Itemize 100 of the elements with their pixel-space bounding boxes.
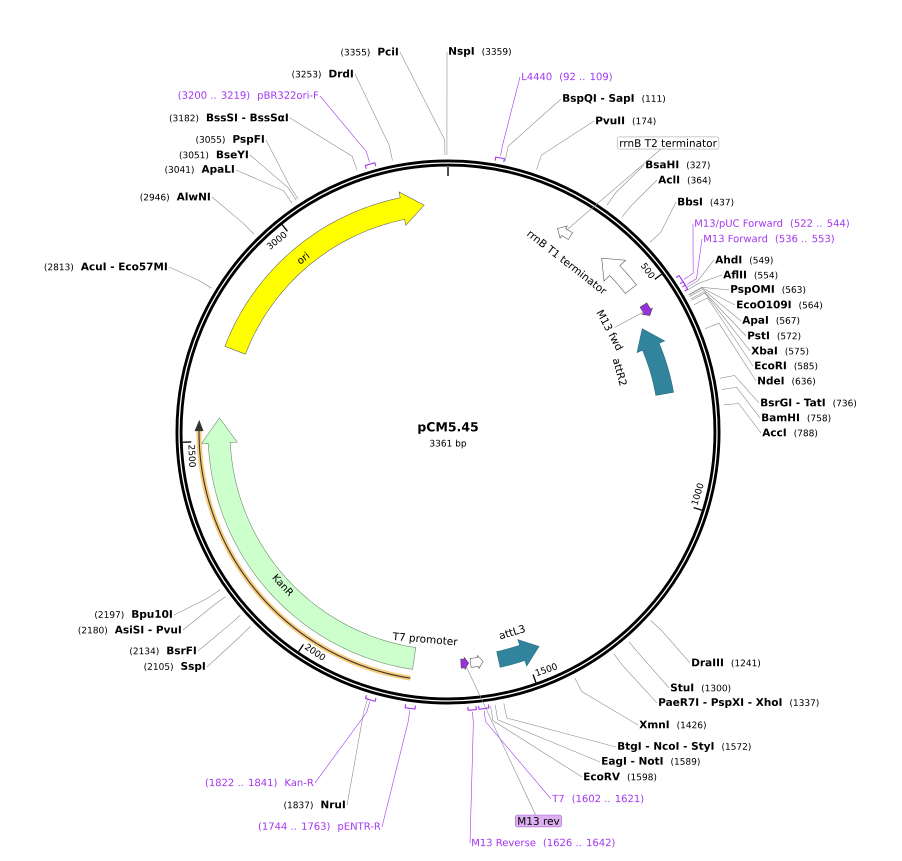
leader-line [168,266,212,288]
leader-line [606,164,644,206]
site-label: (2134) BsrFI [130,646,196,656]
primer-label: L4440 (92 .. 109) [522,72,612,82]
primer-label: T7 (1602 .. 1621) [552,794,644,804]
leader-line [346,696,368,806]
leader-line [504,98,562,162]
leader-line [174,589,220,616]
site-label: EcoRV (1598) [584,772,656,782]
leader-line [566,148,662,231]
leader-line [694,297,754,366]
leader-line [490,705,582,778]
leader-line [650,202,676,243]
feature-marker [557,225,573,240]
leader-line [684,224,694,280]
leader-line [686,238,702,285]
site-label: NspI (3359) [449,47,511,57]
leader-line [266,140,298,200]
primer-label: M13/pUC Forward (522 .. 544) [695,219,849,229]
leader-line [614,654,658,704]
feature-label: M13 fwd [596,309,624,351]
site-label: (3041) ApaLI [165,165,234,175]
leader-line [536,120,594,170]
leader-line [686,274,722,292]
leader-line [290,118,358,171]
plasmid-name: pCM5.45 [418,422,478,434]
leader-line [650,620,690,664]
site-label: PvuII (174) [596,116,656,126]
leader-line [182,596,226,630]
site-label: (3253) DrdI [292,69,353,79]
leader-line [212,196,254,235]
site-label: PspOMI (563) [731,285,806,295]
primer-label: M13 Reverse (1626 .. 1642) [472,838,615,848]
leader-line [689,288,742,322]
feature-label-box: rrnB T2 terminator [617,136,720,150]
leader-line [723,403,762,434]
site-label: (3182) BssSI - BssSαI [170,114,288,122]
leader-line [206,626,251,668]
leader-line [691,292,750,352]
site-label: (2197) Bpu10I [95,610,172,620]
tick-label: 1000 [692,483,704,505]
site-label: (2813) AcuI - Eco57MI [44,262,167,272]
leader-line [198,614,241,652]
site-label: EcoO109I (564) [737,300,822,310]
site-label: AhdI (549) [715,255,773,265]
leader-line [484,710,552,800]
site-label: (3355) PciI [341,47,398,57]
site-label: ApaI (567) [742,316,800,326]
site-label: BamHI (758) [762,414,830,422]
leader-line [466,665,536,816]
site-label: BspQI - SapI (111) [563,94,665,104]
site-label: BbsI (437) [678,197,734,207]
leader-line [574,678,638,726]
leader-line [688,287,730,296]
site-label: AclI (364) [658,175,710,185]
primer-label: (3200 .. 3219) pBR322ori-F [178,91,318,101]
site-label: (2946) AlwNI [140,192,210,202]
site-label: BtgI - NcoI - StyI (1572) [618,742,751,752]
leader-line [614,311,645,328]
leader-line [494,704,600,762]
leader-line [719,375,760,404]
primer-label: (1744 .. 1763) pENTR-R [258,822,381,832]
primer-label: (1822 .. 1841) Kan-R [206,778,314,788]
leader-line [688,287,736,306]
primer-label: M13 Forward (536 .. 553) [704,234,834,244]
site-label: XmnI (1426) [639,720,706,730]
site-label: AccI (788) [762,428,818,438]
leader-line [690,291,746,336]
site-label: BsaHI (327) [646,160,710,170]
leader-line [320,96,370,162]
leader-line [500,76,520,156]
leader-line [684,260,714,289]
site-label: BsrGI - TatI (736) [761,398,856,408]
feature-marker [460,656,469,670]
site-label: NdeI (636) [758,376,815,386]
leader-line [504,703,616,748]
tick-label: 2500 [188,445,196,467]
leader-line [704,322,756,382]
leader-line [250,154,297,201]
leader-line [354,74,393,161]
leader-line [382,710,410,828]
feature-label-box: M13 rev [515,814,562,828]
site-label: PstI (572) [748,332,800,340]
site-label: DraIII (1241) [692,658,760,668]
leader-line [628,642,670,688]
site-label: StuI (1300) [670,684,730,692]
site-label: PaeR7I - PspXI - XhoI (1337) [659,698,819,708]
plasmid-size: 3361 bp [430,440,466,448]
leader-line [314,702,370,784]
site-label: (2180) AsiSI - PvuI [78,625,181,635]
site-label: (3051) BseYI [180,150,248,160]
site-label: EagI - NotI (1589) [602,757,700,767]
site-label: EcoRI (585) [755,362,818,370]
leader-line [446,52,448,156]
leader-line [721,386,760,418]
site-label: XbaI (575) [751,346,808,356]
leader-line [470,712,474,844]
tick-label: 1500 [535,663,557,676]
site-label: (1837) NruI [284,800,345,810]
leader-line [622,180,658,217]
